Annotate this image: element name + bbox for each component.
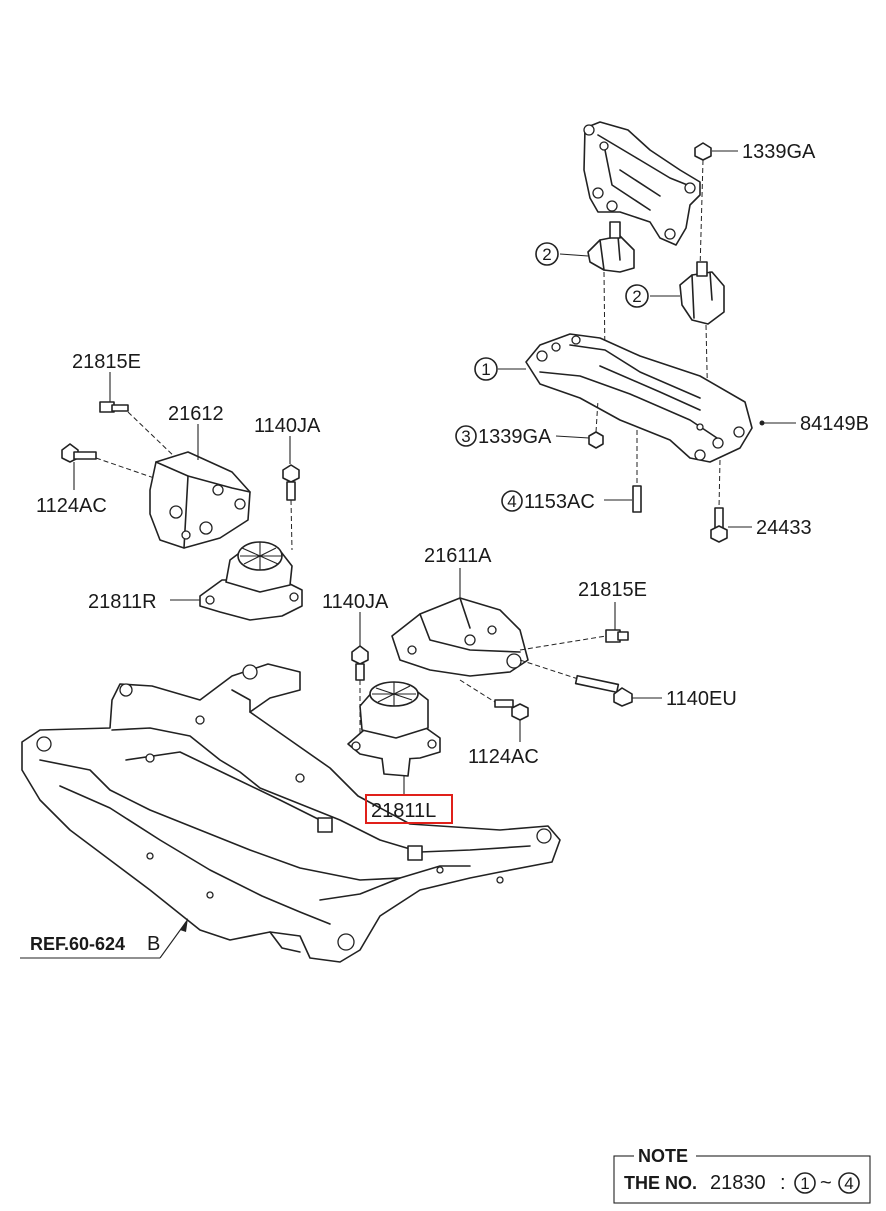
note-title: NOTE xyxy=(638,1146,688,1166)
label-21815E-left[interactable]: 21815E xyxy=(72,351,141,373)
bolt-21815E-right[interactable] xyxy=(605,629,629,643)
bolt-1124AC-left[interactable] xyxy=(61,443,161,481)
callout-4: 4 xyxy=(507,492,516,511)
nut-1339GA-top[interactable] xyxy=(694,142,712,271)
bolt-24433[interactable] xyxy=(710,459,728,543)
transmission-mount-crossmember[interactable] xyxy=(525,333,753,463)
label-ref-60-624[interactable]: REF.60-624 xyxy=(30,934,125,954)
nut-1339GA-mid[interactable] xyxy=(588,399,604,449)
note-from: 1 xyxy=(800,1174,809,1193)
note-to: 4 xyxy=(844,1174,853,1193)
label-1339GA-mid[interactable]: 1339GA xyxy=(478,426,552,448)
transmission-upper-bracket[interactable] xyxy=(583,121,701,246)
note-prefix: THE NO. xyxy=(624,1173,697,1193)
label-1140JA-mid[interactable]: 1140JA xyxy=(322,591,389,613)
label-1153AC[interactable]: 1153AC xyxy=(524,491,595,513)
label-1124AC-mid[interactable]: 1124AC xyxy=(468,746,539,768)
leader-lines xyxy=(20,150,796,959)
note-part-number: 21830 xyxy=(710,1172,766,1194)
engine-mount-21811L[interactable] xyxy=(347,681,441,777)
bolt-1124AC-mid[interactable] xyxy=(459,679,529,721)
label-ref-suffix: B xyxy=(147,933,160,955)
label-21811L[interactable]: 21811L xyxy=(371,800,436,822)
rubber-insulator-left[interactable] xyxy=(587,221,635,361)
note-box: NOTE THE NO. 21830 : 1 ~ 4 xyxy=(613,1146,871,1204)
highlight-box-21811L xyxy=(365,794,453,824)
bolt-1140JA-left[interactable] xyxy=(282,464,300,551)
callout-2-right: 2 xyxy=(632,287,641,306)
label-21612[interactable]: 21612 xyxy=(168,403,224,425)
bracket-21612[interactable] xyxy=(149,451,251,549)
label-1339GA-top[interactable]: 1339GA xyxy=(742,141,816,163)
front-subframe[interactable] xyxy=(21,663,561,963)
label-1140JA-left[interactable]: 1140JA xyxy=(254,415,321,437)
bracket-21611A[interactable] xyxy=(391,597,613,691)
callout-markers: 1 2 2 3 4 xyxy=(455,242,649,512)
note-tilde: ~ xyxy=(820,1172,832,1194)
bolt-1140EU[interactable] xyxy=(574,674,633,707)
label-21611A[interactable]: 21611A xyxy=(424,545,492,567)
label-1140EU[interactable]: 1140EU xyxy=(666,688,737,710)
label-21811R[interactable]: 21811R xyxy=(88,591,157,613)
label-21815E-right[interactable]: 21815E xyxy=(578,579,647,601)
label-1124AC-left[interactable]: 1124AC xyxy=(36,495,107,517)
callout-1: 1 xyxy=(481,360,490,379)
bolt-21815E-left[interactable] xyxy=(99,401,179,461)
stud-1153AC[interactable] xyxy=(632,430,642,513)
callout-2-left: 2 xyxy=(542,245,551,264)
label-24433[interactable]: 24433 xyxy=(756,517,812,539)
note-colon: : xyxy=(780,1172,786,1194)
label-84149B[interactable]: 84149B xyxy=(800,413,869,435)
engine-mount-21811R[interactable] xyxy=(199,541,303,621)
callout-3: 3 xyxy=(461,427,470,446)
part-labels: 1339GA 84149B 1339GA 1153AC 24433 21815E… xyxy=(30,141,869,955)
